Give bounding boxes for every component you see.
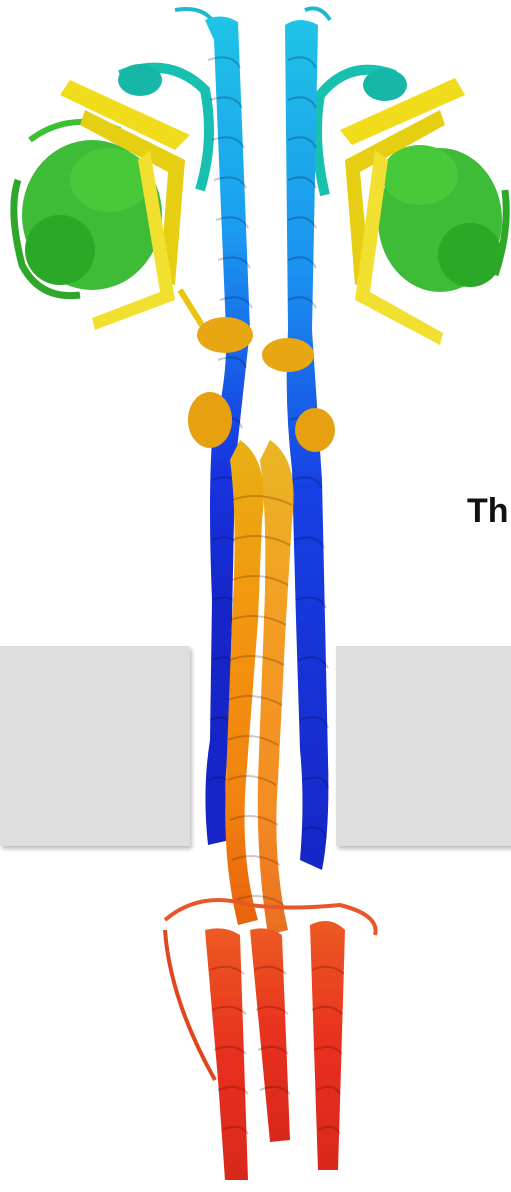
red-cytoplasmic-domain [165, 900, 376, 1180]
cutoff-heading-text: Th [467, 492, 509, 531]
orange-coiled-helices [225, 440, 293, 935]
right-globular-domain [378, 145, 506, 292]
